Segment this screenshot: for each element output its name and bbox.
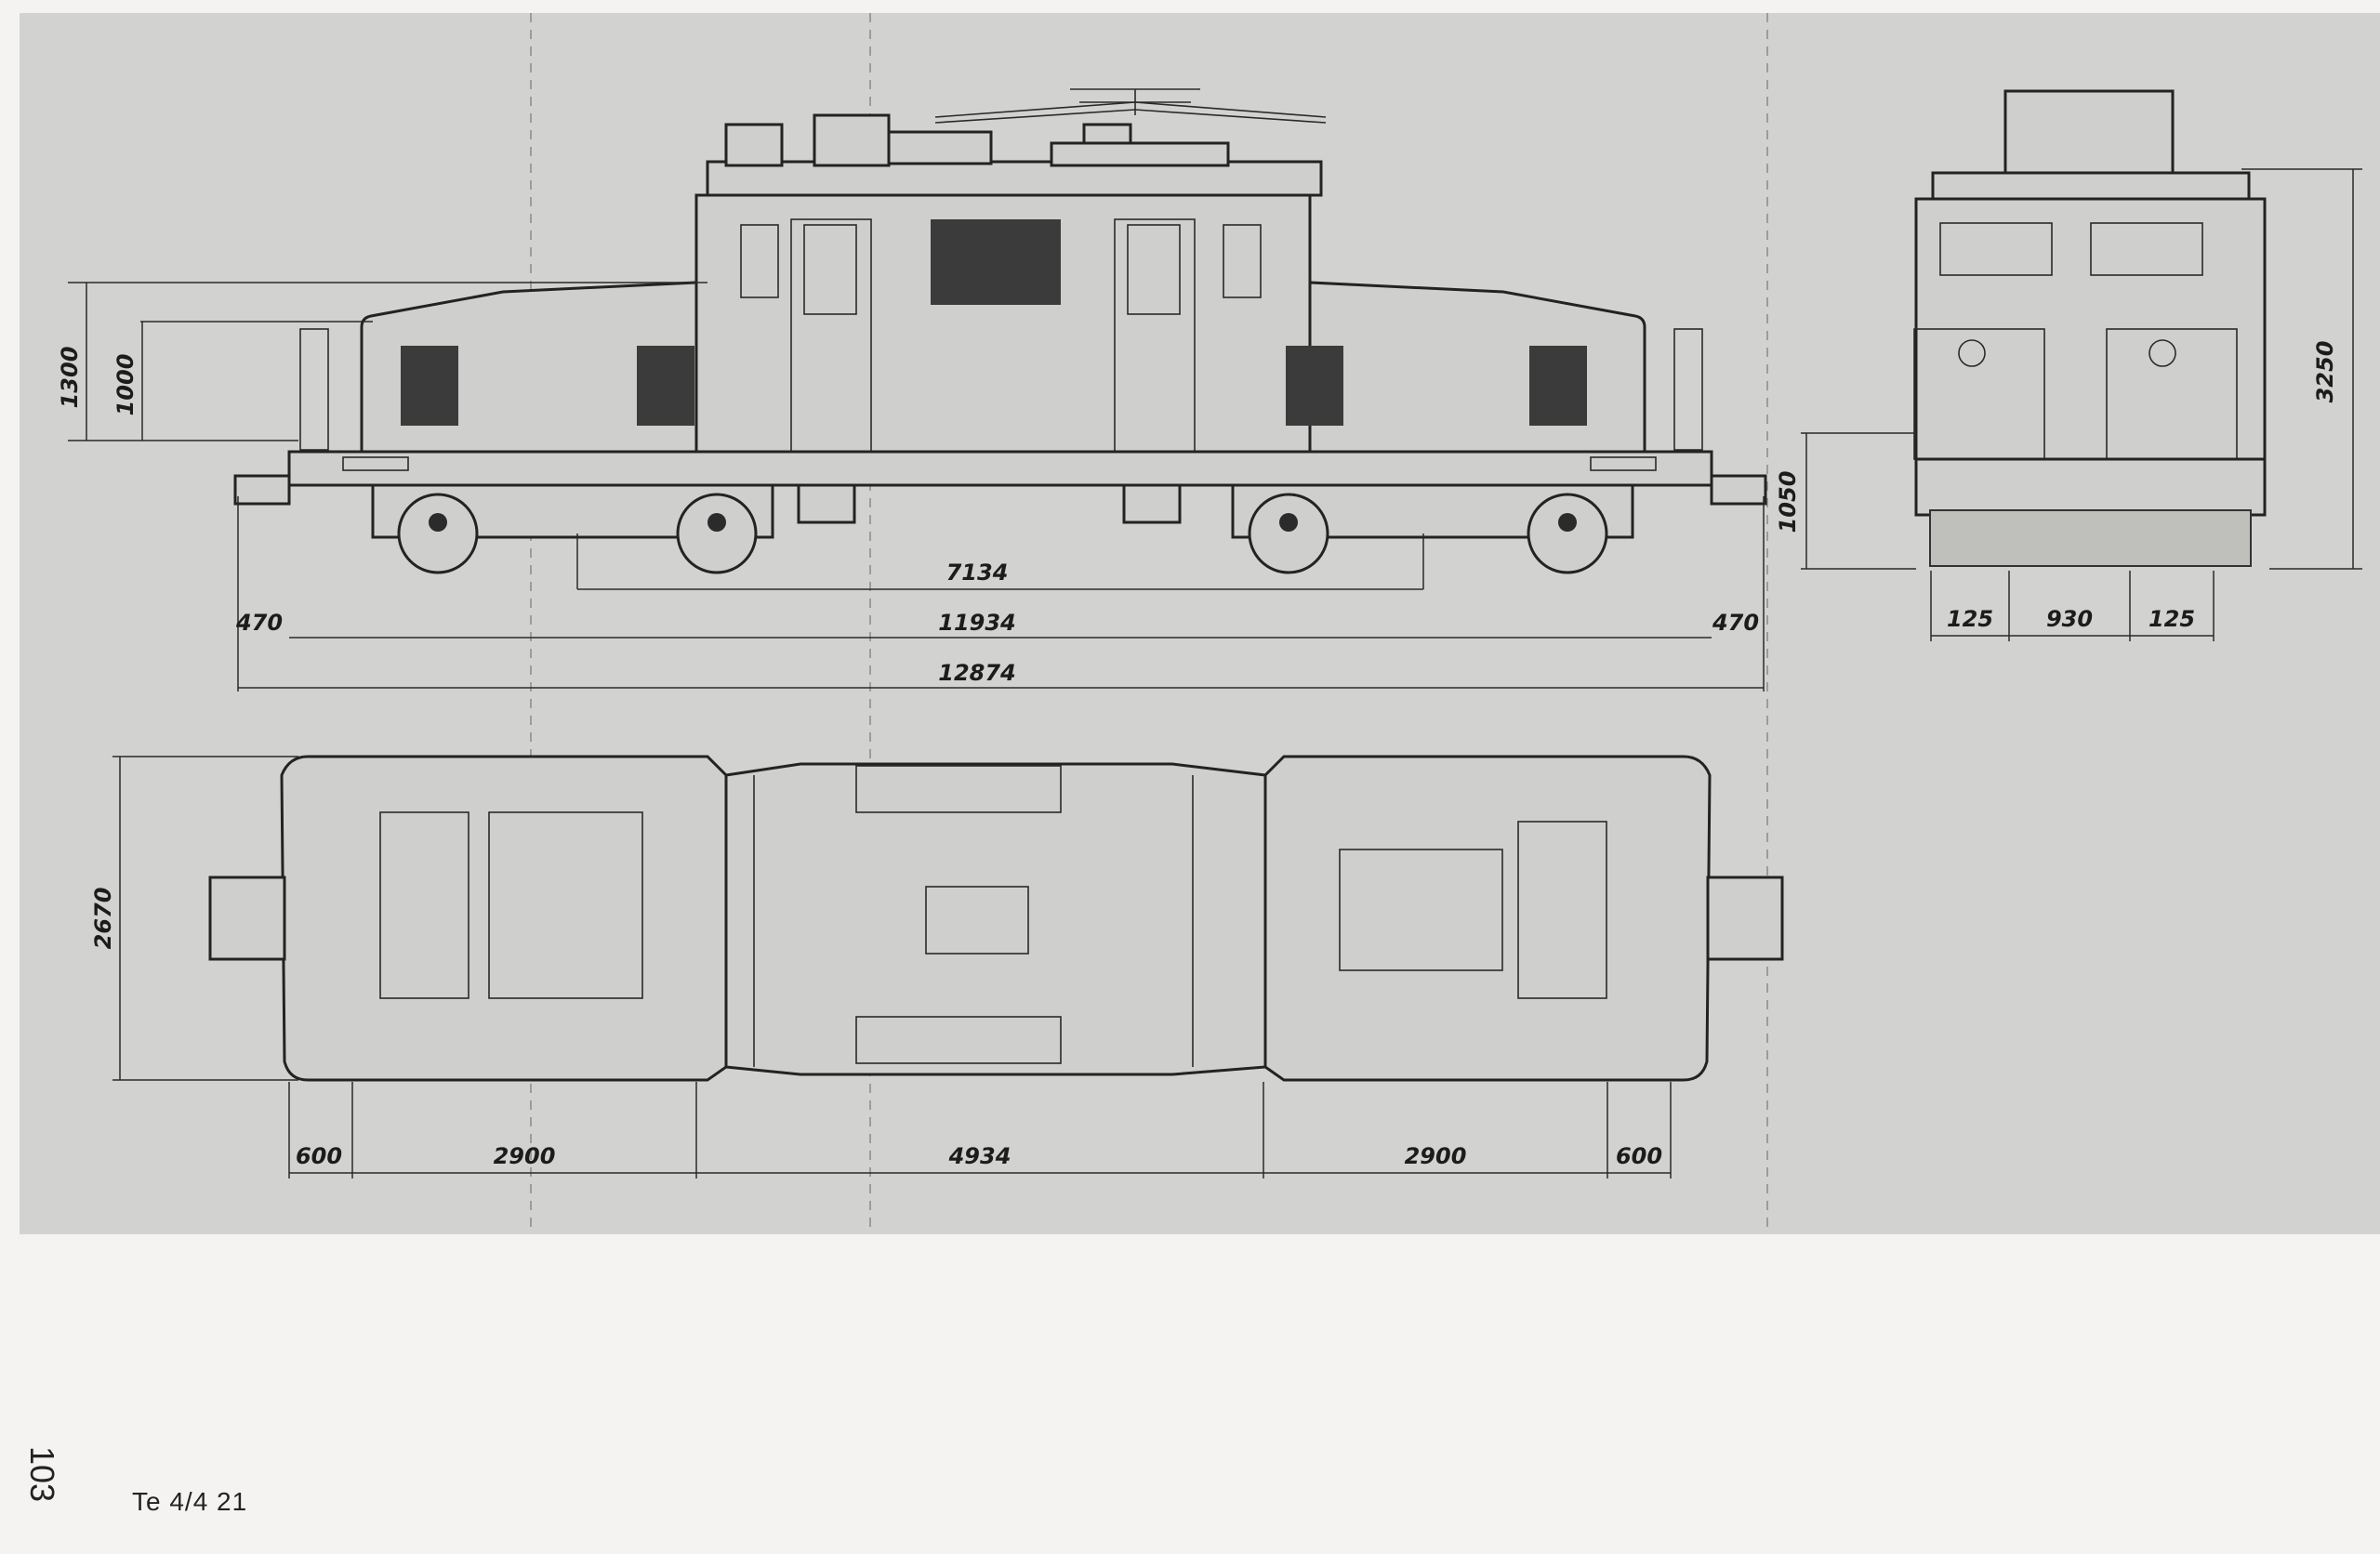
dim-plan-segment: 600 bbox=[1616, 1143, 1662, 1169]
dim-plan-segment: 600 bbox=[296, 1143, 342, 1169]
roof-box bbox=[813, 113, 891, 167]
side-dimension-lines bbox=[68, 282, 1765, 691]
roof-box bbox=[887, 130, 993, 165]
step bbox=[797, 483, 856, 524]
dim-gauge: 930 bbox=[2046, 606, 2093, 632]
end-bogie bbox=[1929, 509, 2252, 567]
end-roof bbox=[1931, 171, 2251, 203]
louvre-grille bbox=[931, 219, 1061, 305]
plan-hatch bbox=[379, 811, 469, 999]
end-window bbox=[1939, 222, 2053, 276]
cab-window bbox=[740, 224, 779, 298]
side-view: 1300 1000 7134 11934 12874 470 470 bbox=[57, 88, 1767, 691]
end-view: 3250 1050 125 930 125 bbox=[1775, 89, 2362, 641]
dim-plan-width: 2670 bbox=[90, 888, 116, 950]
buffer-right bbox=[1710, 474, 1767, 506]
roof bbox=[706, 160, 1323, 197]
cab-door-window bbox=[1127, 224, 1181, 315]
page-number: 103 bbox=[23, 1446, 61, 1503]
main-frame bbox=[287, 450, 1713, 487]
dim-bogie-distance: 7134 bbox=[946, 560, 1009, 586]
cab-door-window bbox=[803, 224, 857, 315]
locomotive-drawing: 1300 1000 7134 11934 12874 470 470 bbox=[57, 13, 2362, 1234]
plan-hood-left bbox=[280, 755, 728, 1082]
plan-view: 2670 600 2900 4934 2900 600 bbox=[90, 755, 1784, 1179]
plan-buffer-left bbox=[208, 876, 286, 961]
dim-plan-segment: 2900 bbox=[1405, 1143, 1467, 1169]
insulator bbox=[724, 123, 784, 167]
plan-hatch bbox=[1517, 821, 1607, 999]
bogie-right bbox=[1231, 483, 1634, 574]
drawing-plate: 1300 1000 7134 11934 12874 470 470 bbox=[20, 13, 2380, 1234]
cab-window bbox=[1223, 224, 1262, 298]
dim-over-body: 11934 bbox=[938, 610, 1016, 636]
hood-grille bbox=[401, 346, 458, 426]
plan-cab bbox=[724, 762, 1267, 1076]
end-window bbox=[2090, 222, 2203, 276]
step bbox=[1122, 483, 1182, 524]
hood-right bbox=[1308, 281, 1646, 454]
roof-box bbox=[1082, 123, 1132, 145]
plan-roof-hatch bbox=[925, 886, 1029, 955]
dim-hood-height: 1000 bbox=[112, 354, 139, 416]
buffer-left bbox=[233, 474, 291, 506]
dim-gauge-left: 125 bbox=[1947, 606, 1993, 632]
bogie-left bbox=[371, 483, 774, 574]
handrail-left bbox=[299, 328, 329, 451]
hood-grille bbox=[1286, 346, 1343, 426]
plan-buffer-right bbox=[1706, 876, 1784, 961]
dim-end-height: 3250 bbox=[2312, 341, 2338, 403]
dim-total-height: 1300 bbox=[57, 347, 83, 409]
dim-plan-segment: 4934 bbox=[948, 1143, 1012, 1169]
pantograph bbox=[934, 88, 1327, 124]
hood-grille bbox=[1529, 346, 1587, 426]
end-roof-box bbox=[2003, 89, 2175, 177]
hood-grille bbox=[637, 346, 694, 426]
cab bbox=[694, 193, 1312, 454]
plan-hood-right bbox=[1263, 755, 1712, 1082]
dim-buffer-right: 470 bbox=[1712, 610, 1759, 636]
handrail-right bbox=[1673, 328, 1703, 451]
dim-plan-segment: 2900 bbox=[494, 1143, 556, 1169]
dim-gauge-right: 125 bbox=[2149, 606, 2195, 632]
dim-platform-height: 1050 bbox=[1775, 471, 1801, 533]
plan-hatch bbox=[488, 811, 643, 999]
dim-buffer-left: 470 bbox=[235, 610, 283, 636]
dim-over-buffers: 12874 bbox=[938, 660, 1016, 686]
end-frame bbox=[1914, 457, 2267, 517]
plan-dimension-lines bbox=[112, 756, 1672, 1179]
figure-caption: Te 4/4 21 bbox=[132, 1487, 248, 1516]
end-dimension-lines bbox=[1801, 168, 2362, 641]
plan-hatch bbox=[1339, 849, 1503, 971]
roof-box bbox=[1050, 141, 1230, 167]
